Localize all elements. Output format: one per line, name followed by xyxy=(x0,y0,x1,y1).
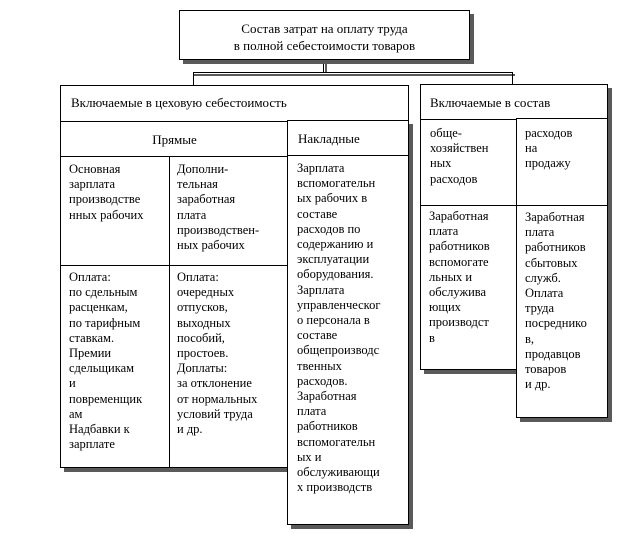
diagram-title-line1: Состав затрат на оплату труда xyxy=(241,21,408,36)
divider xyxy=(61,156,288,157)
general-expenses-header: обще- хозяйствен ных расходов xyxy=(430,126,489,186)
divider xyxy=(421,205,517,206)
divider xyxy=(288,155,408,156)
main-salary-header: Основная зарплата производстве нных рабо… xyxy=(69,162,144,222)
connector-top-vertical-shadow xyxy=(325,60,327,73)
selling-expenses-details: Заработная плата работников сбытовых слу… xyxy=(525,210,587,392)
divider xyxy=(421,119,607,120)
additional-salary-header: Дополни- тельная заработная плата произв… xyxy=(177,162,260,253)
included-in-group-title: Включаемые в состав xyxy=(430,95,551,110)
connector-horizontal-shadow xyxy=(193,74,515,76)
divider xyxy=(517,205,607,206)
overhead-costs-title: Накладные xyxy=(298,131,360,146)
additional-salary-details: Оплата: очередных отпусков, выходных пос… xyxy=(177,270,258,437)
connector-right-drop xyxy=(512,72,513,84)
direct-costs-title: Прямые xyxy=(152,132,197,147)
shop-cost-group-shadow xyxy=(64,468,287,472)
connector-top-vertical xyxy=(323,60,324,73)
divider xyxy=(61,121,408,122)
diagram-title-box: Состав затрат на оплату труда в полной с… xyxy=(179,10,470,60)
main-salary-details: Оплата: по сдельным расценкам, по тарифн… xyxy=(69,270,143,452)
divider xyxy=(61,265,288,266)
overhead-costs-column: Накладные Зарплата вспомогательн ых рабо… xyxy=(287,120,409,525)
selling-expenses-column: расходов на продажу Заработная плата раб… xyxy=(516,118,608,418)
general-expenses-details: Заработная плата работников вспомогате л… xyxy=(429,209,490,345)
connector-horizontal xyxy=(193,72,512,73)
connector-left-drop xyxy=(193,72,194,85)
shop-cost-group-title: Включаемые в цеховую себестоимость xyxy=(71,95,287,110)
overhead-costs-details: Зарплата вспомогательн ых рабочих в сост… xyxy=(297,161,381,495)
selling-expenses-header: расходов на продажу xyxy=(525,126,573,171)
diagram-title-line2: в полной себестоимости товаров xyxy=(233,38,416,53)
divider xyxy=(169,156,170,467)
